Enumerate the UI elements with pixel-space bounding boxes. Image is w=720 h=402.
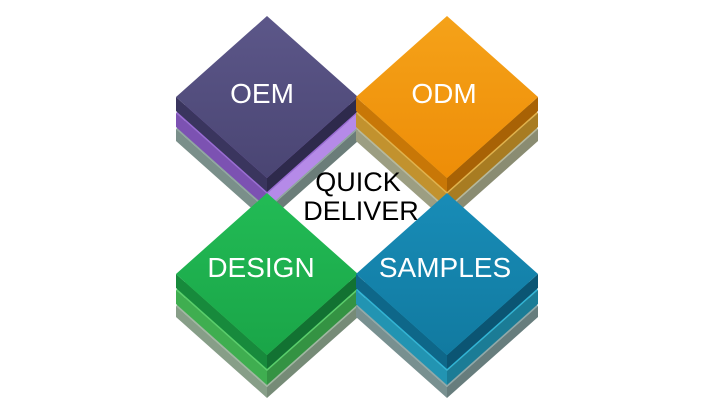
center-label: QUICK DELIVER [303,167,419,226]
tile-odm-side-left [356,97,447,192]
tile-odm-layer-bottom-side-left [356,129,447,222]
tile-samples-layer-middle-side-right [447,290,538,385]
tile-samples-label: SAMPLES [379,252,511,283]
tile-samples-layer-bottom-side-left [356,306,447,398]
tile-oem-layer-middle-side-right [267,113,358,208]
center-label-line-1: QUICK [315,167,401,197]
tile-design-top [176,193,358,355]
tile-design: DESIGN [176,193,358,398]
tile-odm-layer-middle-side-left [356,113,447,208]
center-label-line-2: DELIVER [303,196,419,226]
tile-oem-layer-bottom-side-right [267,129,358,222]
tile-design-layer-middle-side-right [267,290,358,385]
tile-odm-top [356,16,538,178]
tile-oem-label: OEM [230,78,294,109]
tile-odm-layer-middle-side-right [447,113,538,208]
tile-samples-layer-middle-side-left [356,290,447,385]
tile-design-side-left [176,274,267,369]
tile-oem-top [176,16,358,178]
tile-oem-layer-bottom-side-left [176,129,267,222]
tile-odm: ODM [356,16,538,222]
tile-design-layer-bottom-side-right [267,306,358,398]
tile-samples: SAMPLES [356,193,538,398]
tile-design-side-right [267,274,358,369]
tile-odm-label: ODM [411,78,476,109]
tile-oem-layer-middle-side-left [176,113,267,208]
tile-samples-side-right [447,274,538,369]
tile-odm-side-right [447,97,538,192]
tile-samples-top [356,193,538,355]
tile-design-layer-middle-side-left [176,290,267,385]
tile-oem-side-right [267,97,358,192]
tile-oem: OEM [176,16,358,222]
tile-design-layer-bottom-side-left [176,306,267,398]
tile-samples-side-left [356,274,447,369]
tile-odm-layer-bottom-side-right [447,129,538,222]
tile-samples-layer-bottom-side-right [447,306,538,398]
tile-design-label: DESIGN [207,252,314,283]
tile-oem-side-left [176,97,267,192]
